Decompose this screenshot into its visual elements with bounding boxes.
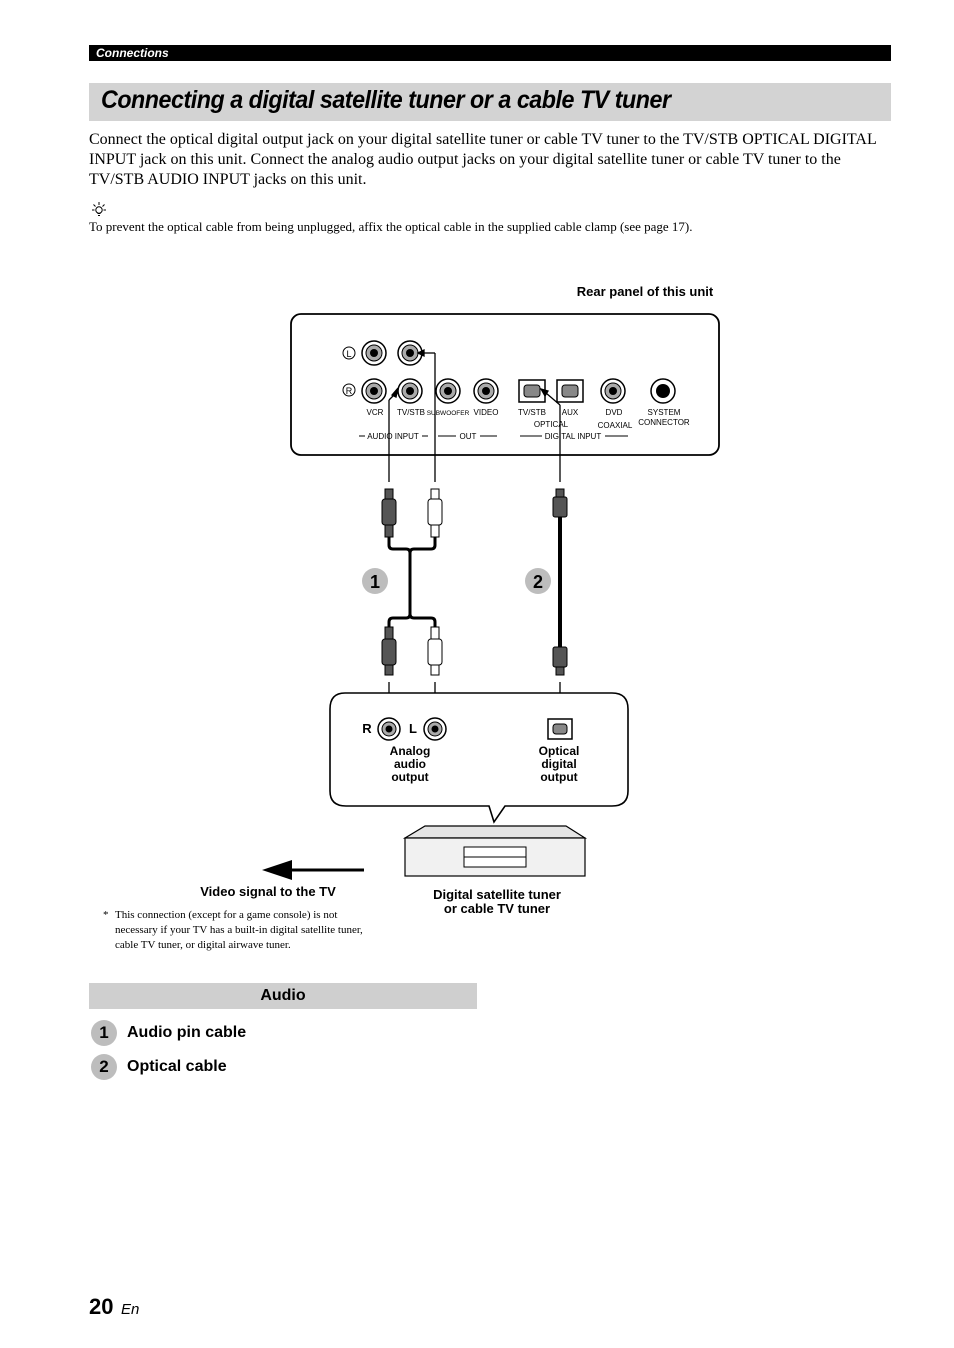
channel-mark-l: L xyxy=(346,349,351,359)
analog-line-2: audio xyxy=(394,757,426,771)
tuner-label-line-1: Digital satellite tuner xyxy=(433,887,561,902)
optical-line-3: output xyxy=(540,770,577,784)
footnote-text: This connection (except for a game conso… xyxy=(115,909,363,951)
label-tv-stb: TV/STB xyxy=(397,408,425,417)
title-box: Connecting a digital satellite tuner or … xyxy=(89,83,891,121)
footnote-marker: * xyxy=(103,909,109,921)
cable-number-2: 2 xyxy=(525,568,551,594)
svg-text:2: 2 xyxy=(533,572,543,592)
system-connector-jack xyxy=(650,378,676,404)
legend-label-audio-pin-cable: Audio pin cable xyxy=(127,1024,247,1041)
label-video: VIDEO xyxy=(474,408,499,417)
label-optical: OPTICAL xyxy=(534,420,569,429)
device-callout xyxy=(329,692,629,824)
tv-stb-r-jack xyxy=(397,378,423,404)
audio-cable-plug-top-l xyxy=(427,488,443,538)
section-header-bar: Connections xyxy=(89,45,891,61)
rear-panel-label: Rear panel of this unit xyxy=(576,284,714,299)
legend-title-bar: Audio xyxy=(89,983,477,1009)
tv-stb-l-jack xyxy=(397,340,423,366)
vcr-r-jack xyxy=(361,378,387,404)
page-number: 20 xyxy=(89,1294,114,1319)
video-signal-arrow xyxy=(262,860,364,880)
audio-cable-plug-bottom-r xyxy=(381,626,397,676)
device-label-l: L xyxy=(409,721,417,736)
label-system: SYSTEM xyxy=(648,408,681,417)
label-digital-input: DIGITAL INPUT xyxy=(545,432,602,441)
device-optical-jack xyxy=(547,718,573,740)
lightbulb-icon xyxy=(92,202,106,216)
channel-mark-r: R xyxy=(346,386,353,396)
label-dvd: DVD xyxy=(606,408,623,417)
label-coaxial: COAXIAL xyxy=(598,421,633,430)
dvd-coaxial-jack xyxy=(600,378,626,404)
legend-label-optical-cable: Optical cable xyxy=(127,1058,227,1075)
label-tv-stb-optical: TV/STB xyxy=(518,408,546,417)
legend-item: 2 Optical cable xyxy=(91,1054,227,1080)
label-connector: CONNECTOR xyxy=(638,418,690,427)
legend-title: Audio xyxy=(260,987,306,1004)
subwoofer-jack xyxy=(435,378,461,404)
page-title: Connecting a digital satellite tuner or … xyxy=(101,86,671,114)
legend-number-badge: 1 xyxy=(91,1020,117,1046)
aux-optical-jack xyxy=(556,379,584,403)
optical-line-1: Optical xyxy=(539,744,580,758)
label-aux: AUX xyxy=(562,408,579,417)
device-l-jack xyxy=(423,717,447,741)
intro-paragraph: Connect the optical digital output jack … xyxy=(89,131,877,188)
tip-text: To prevent the optical cable from being … xyxy=(89,219,693,234)
video-jack xyxy=(473,378,499,404)
label-subwoofer: SUBWOOFER xyxy=(427,410,470,417)
legend-number-badge: 2 xyxy=(91,1054,117,1080)
audio-cable-plug-top-r xyxy=(381,488,397,538)
legend-item: 1 Audio pin cable xyxy=(91,1020,246,1046)
optical-cable xyxy=(552,488,568,676)
tuner-device xyxy=(402,825,588,877)
tuner-label: Digital satellite tuner or cable TV tune… xyxy=(412,888,582,916)
tv-stb-optical-jack xyxy=(518,379,546,403)
audio-cable-plug-bottom-l xyxy=(427,626,443,676)
svg-text:1: 1 xyxy=(370,572,380,592)
optical-line-2: digital xyxy=(541,757,576,771)
section-name: Connections xyxy=(96,46,169,60)
label-audio-input: AUDIO INPUT xyxy=(367,432,419,441)
analog-line-3: output xyxy=(391,770,428,784)
vcr-l-jack xyxy=(361,340,387,366)
video-signal-label: Video signal to the TV xyxy=(200,884,336,899)
device-label-r: R xyxy=(362,721,372,736)
label-vcr: VCR xyxy=(367,408,384,417)
page-language: En xyxy=(121,1301,140,1318)
tuner-label-line-2: or cable TV tuner xyxy=(443,901,551,916)
label-out: OUT xyxy=(460,432,477,441)
cable-number-1: 1 xyxy=(362,568,388,594)
analog-line-1: Analog xyxy=(390,744,431,758)
device-r-jack xyxy=(377,717,401,741)
